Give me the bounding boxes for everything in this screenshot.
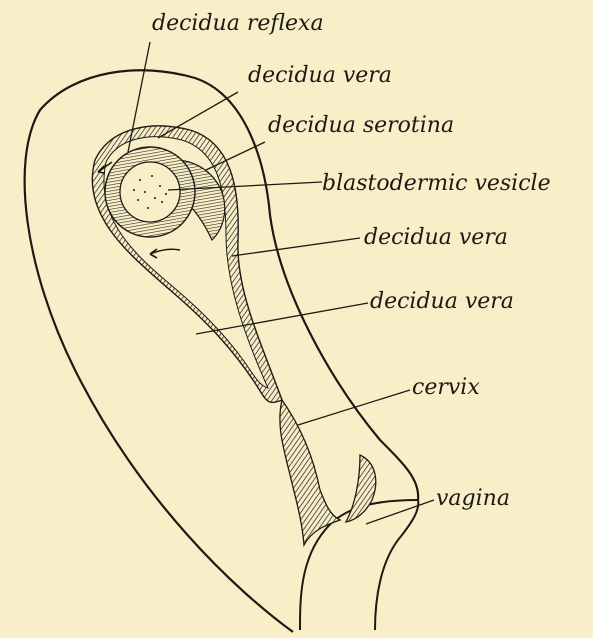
label-decidua-serotina: decidua serotina bbox=[268, 113, 454, 138]
label-decidua-vera-top: decidua vera bbox=[248, 63, 392, 88]
label-blastodermic-vesicle: blastodermic vesicle bbox=[322, 171, 551, 196]
label-cervix: cervix bbox=[412, 375, 480, 400]
label-decidua-vera-lower: decidua vera bbox=[370, 289, 514, 314]
vagina-right-wall bbox=[375, 500, 418, 630]
label-decidua-reflexa: decidua reflexa bbox=[152, 11, 324, 36]
fornix bbox=[346, 455, 376, 522]
label-decidua-vera-middle: decidua vera bbox=[364, 225, 508, 250]
label-vagina: vagina bbox=[436, 486, 510, 511]
blastodermic-vesicle bbox=[120, 162, 180, 222]
